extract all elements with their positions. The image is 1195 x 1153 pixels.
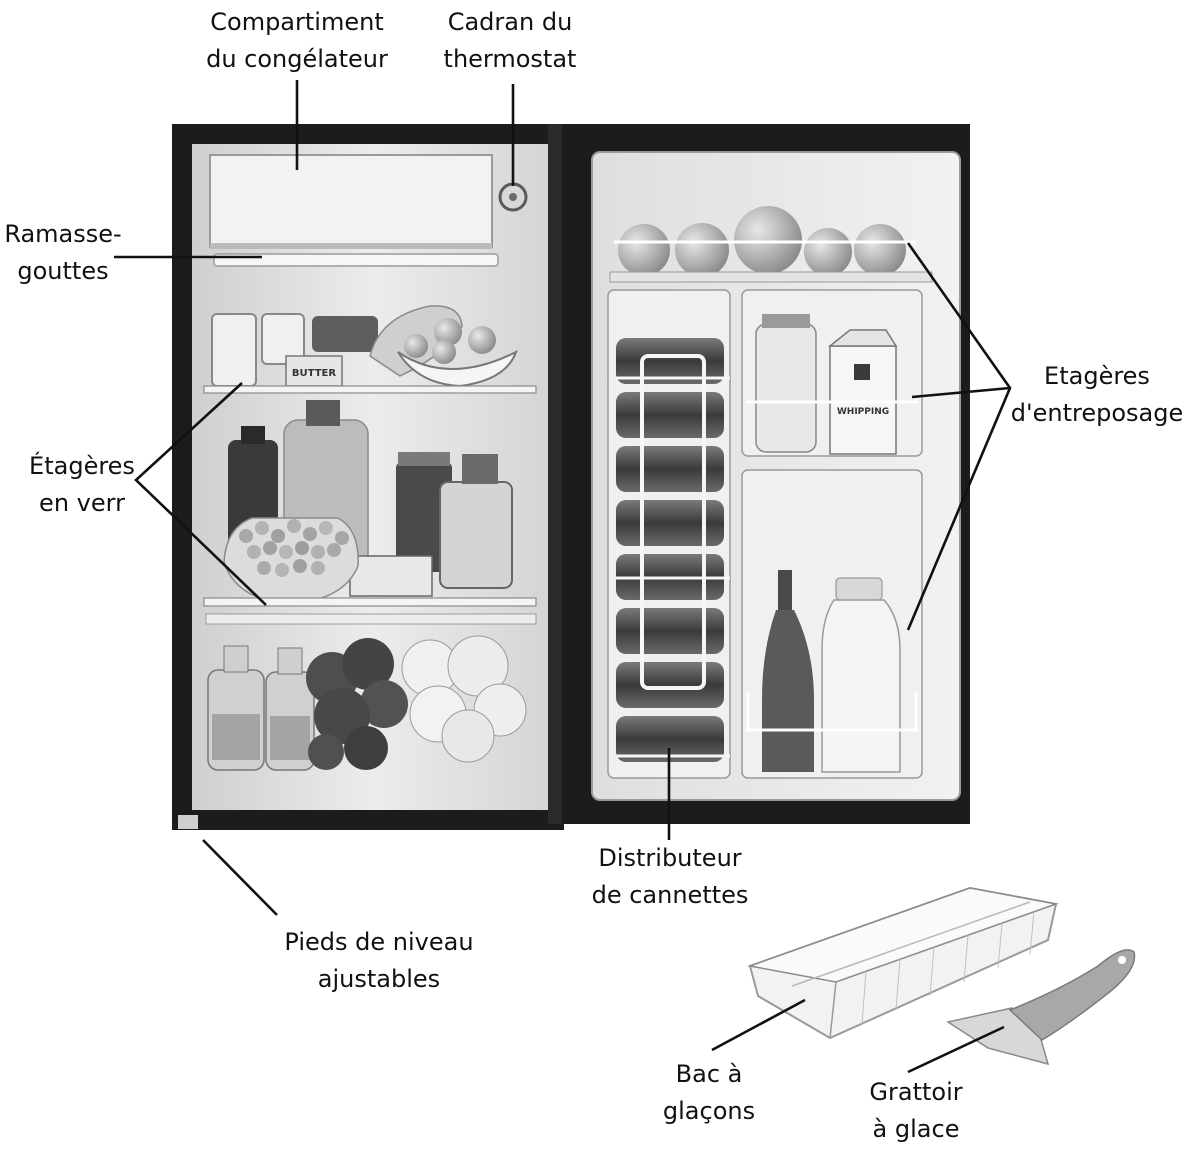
door-shelf-lower <box>741 469 923 779</box>
thermostat-dial <box>498 182 528 212</box>
label-line: Pieds de niveau <box>284 928 474 956</box>
leveling-foot <box>178 815 198 829</box>
label-line: Etagères <box>1044 362 1150 390</box>
leader-glass-shelves <box>134 382 267 606</box>
drip-tray <box>213 253 499 267</box>
label-line: glaçons <box>662 1097 756 1125</box>
label-line: à glace <box>872 1115 960 1143</box>
upper-food: BUTTER <box>211 305 518 388</box>
label-adjustable-feet: Pieds de niveau ajustables <box>268 924 490 998</box>
leader-storage-shelves-mid <box>911 386 1011 399</box>
label-can-dispenser: Distributeur de cannettes <box>570 840 770 914</box>
door-fruit-bin <box>609 206 933 283</box>
label-ice-scraper: Grattoir à glace <box>852 1074 980 1148</box>
glass-shelf-lower <box>203 597 537 607</box>
label-line: thermostat <box>443 45 577 73</box>
label-line: Bac à <box>675 1060 743 1088</box>
can-dispenser <box>607 289 731 779</box>
label-line: du congélateur <box>206 45 388 73</box>
middle-food <box>223 400 513 605</box>
freezer-compartment <box>209 154 493 249</box>
fruit-bowl <box>397 349 518 388</box>
label-ice-tray: Bac à glaçons <box>650 1056 768 1130</box>
butter-box <box>285 355 343 387</box>
label-line: de cannettes <box>591 881 749 909</box>
label-line: Grattoir <box>869 1078 963 1106</box>
label-line: Ramasse- <box>4 220 122 248</box>
label-line: Étagères <box>29 452 135 480</box>
label-line: Compartiment <box>210 8 384 36</box>
label-freezer-compartment: Compartiment du congélateur <box>184 4 410 78</box>
label-storage-shelves: Etagères d'entreposage <box>1000 358 1194 432</box>
leader-feet <box>202 839 278 916</box>
leader-ice-tray <box>711 998 806 1052</box>
ice-scraper <box>946 949 1136 1066</box>
door-shelf-upper: WHIPPING <box>741 289 923 457</box>
label-glass-shelves: Étagères en verr <box>4 448 160 522</box>
butter-text: BUTTER <box>292 368 336 379</box>
label-drip-tray: Ramasse- gouttes <box>0 216 126 290</box>
label-line: d'entreposage <box>1010 399 1184 427</box>
label-line: ajustables <box>317 965 441 993</box>
label-line: Distributeur <box>598 844 742 872</box>
leader-lines <box>114 80 1012 1074</box>
glass-shelf-upper <box>203 385 537 394</box>
cream-text: WHIPPING <box>837 407 889 417</box>
leader-ice-scraper <box>907 1025 1005 1074</box>
ice-cube-tray <box>747 886 1059 1040</box>
crisper-food <box>207 635 527 771</box>
label-line: en verr <box>39 489 125 517</box>
label-line: Cadran du <box>447 8 573 36</box>
label-line: gouttes <box>17 257 109 285</box>
label-thermostat-dial: Cadran du thermostat <box>418 4 602 78</box>
